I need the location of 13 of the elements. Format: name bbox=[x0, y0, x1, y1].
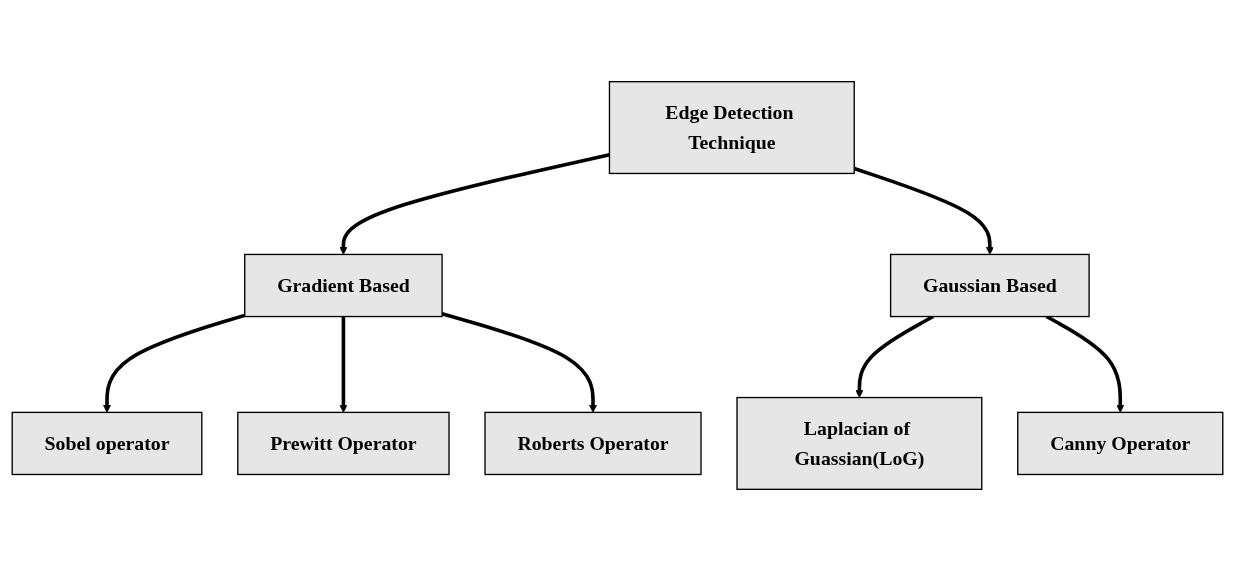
node-box: Laplacian of Guassian(LoG) bbox=[736, 396, 983, 490]
arrow bbox=[103, 313, 246, 413]
arrow bbox=[339, 153, 610, 255]
arrow bbox=[441, 312, 597, 413]
node-box: Roberts Operator bbox=[484, 411, 702, 476]
node-box: Sobel operator bbox=[11, 411, 203, 476]
node-box: Edge Detection Technique bbox=[608, 81, 855, 175]
arrow bbox=[339, 316, 348, 413]
node-box: Gradient Based bbox=[244, 253, 443, 318]
node-box: Canny Operator bbox=[1017, 411, 1224, 476]
arrow bbox=[853, 166, 994, 255]
node-box: Gaussian Based bbox=[889, 253, 1090, 318]
node-box: Prewitt Operator bbox=[237, 411, 450, 476]
